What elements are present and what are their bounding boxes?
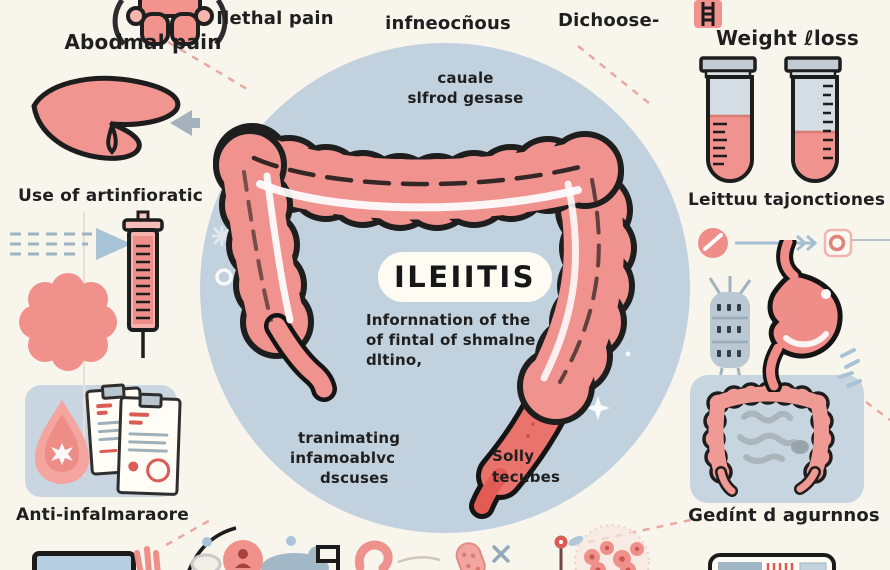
gray-blob (190, 553, 222, 570)
appendix-tail (264, 313, 337, 402)
test-tubes-icon (699, 56, 842, 183)
thin-curve (397, 556, 441, 564)
treatment-note: tranimating infamoablvc dscuses (290, 429, 401, 487)
gray-animal-blob (261, 545, 340, 570)
blood-drop-icon (34, 400, 90, 484)
abdomen-icon (112, 0, 228, 46)
title-pill: ILEIITIS (378, 252, 552, 302)
test-tube-icon (784, 56, 842, 183)
label-dichoose: Dichoose- (558, 10, 660, 31)
tubes-note: Solly tecubes (492, 447, 561, 486)
pill-arrow-row (698, 228, 853, 258)
syringe-icon (122, 210, 164, 358)
pink-ear-shape (354, 540, 393, 570)
label-lab-tests: Leittuu tajonctiones (688, 190, 886, 210)
cause-note: cauale slfrod gesase (407, 69, 524, 107)
colon-highlights (242, 155, 601, 384)
small-intestine-squiggles (737, 410, 797, 465)
target-box-icon (823, 228, 853, 258)
label-intestine-card: Gedínt d agurnnos (688, 505, 880, 526)
label-weight-loss: Weight ℓloss (715, 26, 860, 50)
blue-dot (286, 536, 296, 546)
sparkle-dot (625, 351, 631, 357)
scale-widget-icon (708, 553, 836, 570)
weight-scale-icon (694, 0, 722, 28)
label-abdominal-pain: Abodmal pain (64, 30, 222, 54)
page-title: ILEIITIS (393, 260, 537, 294)
blue-dot (202, 537, 212, 547)
intestine-card (690, 375, 864, 503)
label-use-of-antibiotic: Use of artinfioratic (18, 186, 204, 206)
description-note: Infornnation of the of fintal of shmalne… (366, 311, 536, 369)
cell-cluster-icon (574, 524, 650, 570)
pin-icon (554, 535, 568, 570)
liver-icon (31, 75, 200, 161)
sparkle-icon (586, 396, 610, 420)
test-tube-icon (699, 56, 757, 183)
monitor-icon (32, 551, 136, 570)
alert-badge-icon (223, 540, 263, 570)
blue-leaf (568, 536, 584, 546)
arrow-left-icon (170, 110, 200, 136)
arrow-right-icon (735, 234, 818, 252)
pink-streaks (134, 546, 161, 570)
motion-dashes (838, 348, 862, 388)
flower-splat-icon (19, 273, 117, 371)
bottom-strip-decor (134, 524, 836, 570)
label-anti-inflammatory: Anti-infalmaraore (16, 505, 189, 525)
label-ilethal-pain: Ilethal pain (216, 8, 334, 29)
capsule-device-icon (708, 276, 752, 391)
x-mark-icon (492, 545, 510, 563)
dashed-arrow-icon (10, 228, 132, 260)
label-infectious: infneocñous (385, 13, 511, 34)
stomach-icon (762, 240, 862, 392)
white-ring-dot (215, 268, 233, 286)
